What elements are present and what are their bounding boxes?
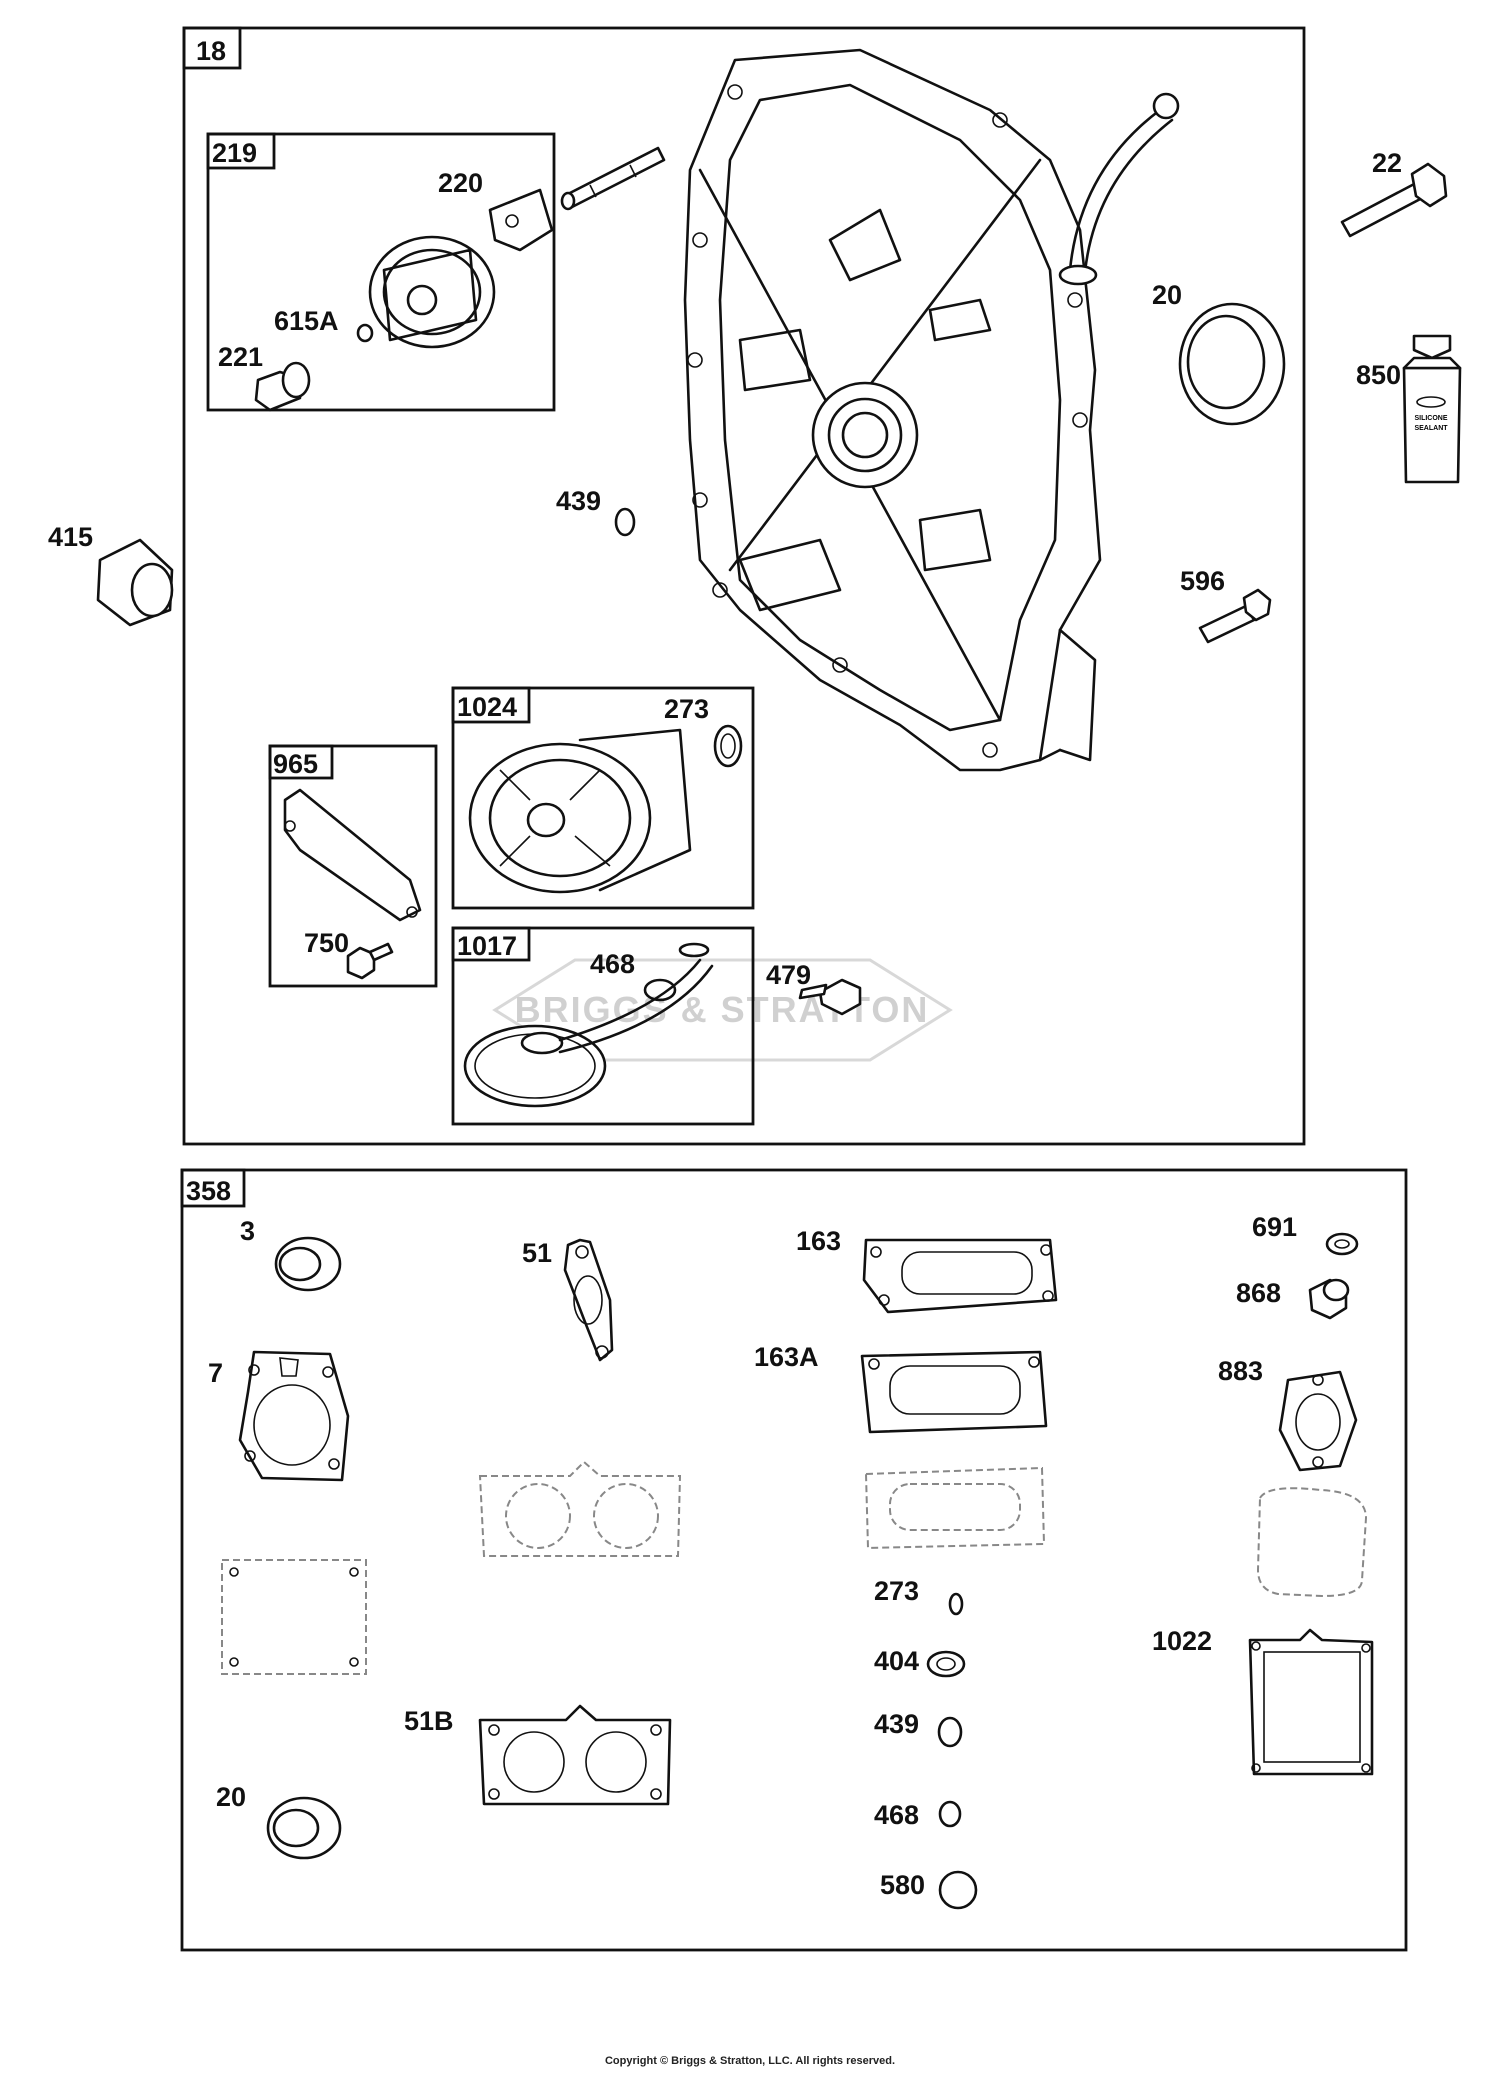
label-883: 883 [1218, 1356, 1263, 1386]
label-1022: 1022 [1152, 1626, 1212, 1656]
tube-text-1: SILICONE [1414, 415, 1447, 422]
part-20-seal-top [1178, 302, 1286, 426]
sub-box-965-label: 965 [273, 749, 318, 779]
part-883-gasket [1278, 1370, 1358, 1472]
part-1017-oil-pickup [463, 942, 714, 1108]
label-3: 3 [240, 1216, 255, 1246]
dashed-gasket-cover [1256, 1487, 1368, 1598]
part-219-gear [368, 235, 496, 349]
main-box-18-tag [182, 26, 242, 70]
sub-box-1024-label: 1024 [457, 692, 517, 722]
part-273-washer-top [713, 724, 743, 768]
part-580-oring [938, 1870, 978, 1910]
part-468-oring-bot [938, 1800, 962, 1828]
label-20-bot: 20 [216, 1782, 246, 1812]
sub-box-1017-tag [451, 926, 531, 962]
tube-text-2: SEALANT [1414, 425, 1448, 432]
label-51: 51 [522, 1238, 552, 1268]
part-1024-gear [468, 728, 692, 894]
label-273-bot: 273 [874, 1576, 919, 1606]
label-404: 404 [874, 1646, 919, 1676]
label-20-top: 20 [1152, 280, 1182, 310]
label-221: 221 [218, 342, 263, 372]
part-596-bolt [1198, 588, 1272, 644]
sub-box-219-tag [206, 132, 276, 170]
part-51-gasket [563, 1238, 614, 1362]
part-615a-washer [356, 323, 374, 343]
sub-box-1017-label: 1017 [457, 931, 517, 961]
main-box-18 [182, 26, 1306, 1146]
watermark-text: BRIGGS & STRATTON [515, 989, 930, 1030]
part-220-plate [488, 188, 554, 252]
part-691-washer [1325, 1232, 1359, 1256]
part-850-sealant-tube: SILICONE SEALANT [1402, 334, 1462, 484]
sub-box-1024 [451, 686, 755, 910]
part-439-washer [614, 507, 636, 537]
label-439-bot: 439 [874, 1709, 919, 1739]
label-479: 479 [766, 960, 811, 990]
sub-box-965-tag [268, 744, 334, 780]
label-51b: 51B [404, 1706, 454, 1736]
label-596: 596 [1180, 566, 1225, 596]
part-479-bolt [798, 978, 862, 1016]
dashed-gasket-square [221, 1559, 367, 1675]
gasket-set-box-358-tag [180, 1168, 246, 1208]
label-439-top: 439 [556, 486, 601, 516]
label-850: 850 [1356, 360, 1401, 390]
part-7-head-gasket [238, 1350, 350, 1482]
part-163a-gasket [860, 1350, 1048, 1434]
part-1022-gasket [1248, 1628, 1374, 1776]
part-163-gasket [862, 1238, 1058, 1314]
label-868: 868 [1236, 1278, 1281, 1308]
label-220: 220 [438, 168, 483, 198]
part-20-seal-bot [266, 1796, 342, 1860]
label-415: 415 [48, 522, 93, 552]
label-468-bot: 468 [874, 1800, 919, 1830]
part-22-bolt [1340, 162, 1448, 238]
part-3-seal [274, 1236, 342, 1292]
sub-box-1017 [451, 926, 755, 1126]
sub-box-219 [206, 132, 556, 412]
gasket-set-box-358 [180, 1168, 1408, 1952]
label-163a: 163A [754, 1342, 819, 1372]
part-439-washer-bot [937, 1716, 963, 1748]
sub-box-1024-tag [451, 686, 531, 724]
label-468-top: 468 [590, 949, 635, 979]
part-868-valve-seal [1308, 1278, 1350, 1320]
part-415-plug [96, 538, 174, 627]
part-750-bolt [346, 942, 394, 980]
part-404-seal [926, 1650, 966, 1678]
part-221-bolt [254, 361, 311, 412]
label-691: 691 [1252, 1212, 1297, 1242]
part-273-washer-bot [948, 1592, 964, 1616]
dashed-gasket-twin [478, 1460, 682, 1557]
part-965-gasket [283, 788, 422, 922]
dashed-gasket-oval [864, 1466, 1046, 1550]
crankcase-cover [683, 48, 1180, 772]
part-468-oring-top [643, 978, 677, 1002]
label-615a: 615A [274, 306, 339, 336]
copyright-notice: Copyright © Briggs & Stratton, LLC. All … [605, 2055, 895, 2067]
label-580: 580 [880, 1870, 925, 1900]
label-163: 163 [796, 1226, 841, 1256]
label-750: 750 [304, 928, 349, 958]
main-box-label: 18 [196, 36, 226, 66]
sub-box-965 [268, 744, 438, 988]
label-7: 7 [208, 1358, 223, 1388]
shaft-pin [560, 146, 666, 211]
label-22: 22 [1372, 148, 1402, 178]
gasket-set-box-label: 358 [186, 1176, 231, 1206]
sub-box-219-label: 219 [212, 138, 257, 168]
label-273-top: 273 [664, 694, 709, 724]
part-51b-gasket [478, 1704, 672, 1806]
